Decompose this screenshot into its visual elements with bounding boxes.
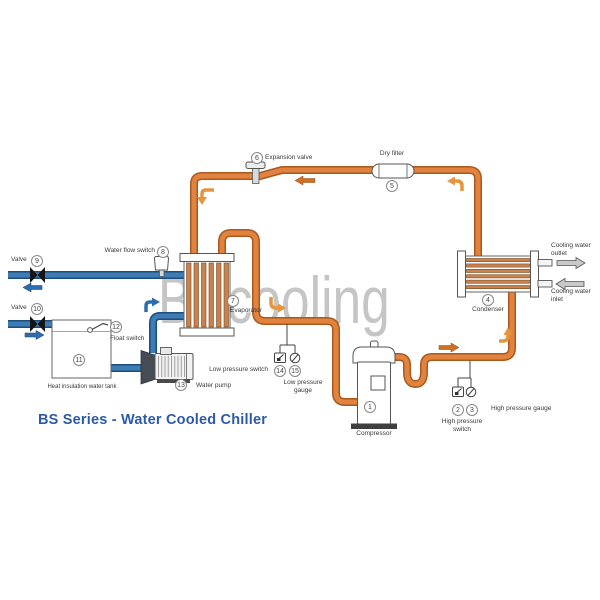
- cooling-outlet-stub: [537, 259, 553, 267]
- flow-down-arrow: [197, 197, 207, 205]
- shutoff-valve-out: [30, 267, 45, 283]
- label-valve-in: Valve: [11, 304, 27, 311]
- water-pump: [140, 347, 194, 385]
- part-number-water-tank: 11: [73, 354, 85, 366]
- return-water-arrow: [24, 330, 45, 340]
- part-number-dry-filter: 5: [386, 180, 398, 192]
- cooling-inlet-stub: [537, 280, 553, 288]
- label-compressor: Compressor: [356, 430, 392, 437]
- liquid-line-arrow: [294, 175, 316, 186]
- discharge-arrow: [438, 342, 460, 353]
- label-lp-gauge: Low pressure gauge: [283, 379, 323, 394]
- condenser-flow-arrow: [503, 327, 513, 335]
- low-pressure-gauge-icon: [289, 352, 301, 364]
- label-dry-filter: Dry filter: [379, 150, 405, 157]
- high-pressure-tap-line: [457, 361, 472, 387]
- label-cooling-water-inlet: Cooling water inlet: [551, 288, 591, 303]
- cooling-inlet-arrow: [555, 277, 585, 291]
- label-valve-out: Valve: [11, 256, 27, 263]
- low-pressure-tap-line: [279, 324, 296, 353]
- label-condenser: Condenser: [472, 306, 504, 313]
- flow-left-arrow: [447, 176, 455, 186]
- label-expansion-valve: Expansion valve: [265, 154, 313, 161]
- label-water-flow-switch: Water flow switch: [104, 247, 155, 254]
- label-evaporator: Evaporator: [230, 307, 262, 314]
- suction-flow-arrow: [278, 303, 286, 313]
- water-flow-switch: [153, 256, 170, 277]
- cooling-outlet-arrow: [556, 256, 586, 270]
- part-number-water-flow-switch: 8: [157, 246, 169, 258]
- part-number-valve-in: 10: [31, 303, 43, 315]
- high-pressure-switch-icon: [452, 386, 464, 397]
- label-hp-switch: High pressure switch: [441, 418, 483, 433]
- part-number-hp-switch: 2: [452, 404, 464, 416]
- evaporator: [179, 253, 235, 337]
- label-cooling-water-outlet: Cooling water outlet: [551, 242, 591, 257]
- label-lp-switch: Low pressure switch: [209, 366, 268, 373]
- float-switch-lever: [90, 322, 109, 331]
- orange-refrigerant-pipes: [190, 166, 516, 406]
- part-number-lp-switch: 14: [274, 365, 286, 377]
- page-title: BS Series - Water Cooled Chiller: [38, 412, 268, 428]
- label-water-pump: Water pump: [196, 382, 232, 389]
- part-number-expansion-valve: 6: [251, 152, 263, 164]
- chilled-water-out-arrow: [22, 282, 43, 293]
- pump-flow-arrow: [152, 297, 160, 307]
- label-float-switch: Float switch: [110, 335, 145, 342]
- part-number-float-switch: 12: [110, 321, 122, 333]
- flow-arrows: [22, 175, 586, 353]
- high-pressure-gauge-icon: [465, 386, 477, 398]
- part-number-compressor: 1: [364, 401, 376, 413]
- label-hp-gauge: High pressure gauge: [491, 405, 552, 412]
- part-number-lp-gauge: 15: [289, 365, 301, 377]
- shutoff-valve-in: [30, 316, 45, 332]
- part-number-evaporator: 7: [227, 295, 239, 307]
- label-water-tank: Heat insulation water tank: [47, 384, 117, 390]
- condenser: [457, 250, 553, 298]
- water-tank: [51, 319, 112, 379]
- compressor: [351, 340, 397, 429]
- dry-filter: [371, 163, 415, 179]
- part-number-valve-out: 9: [31, 255, 43, 267]
- low-pressure-switch-icon: [274, 352, 286, 363]
- part-number-water-pump: 13: [175, 379, 187, 391]
- part-number-hp-gauge: 3: [466, 404, 478, 416]
- part-number-condenser: 4: [482, 294, 494, 306]
